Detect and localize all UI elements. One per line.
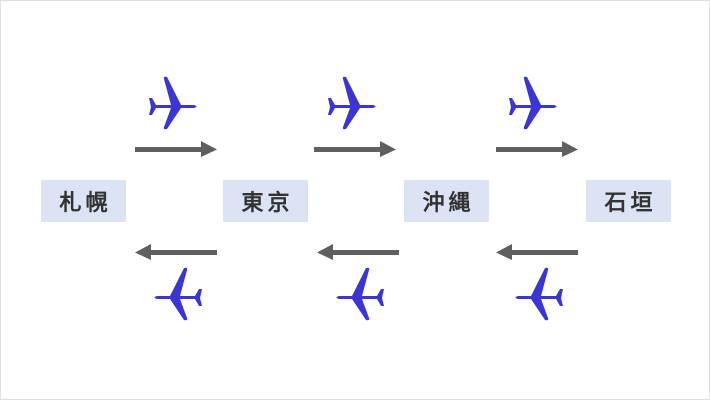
plane-icon-return [334, 267, 386, 321]
arrow-right-icon [135, 141, 217, 157]
plane-icon-outbound [147, 76, 199, 130]
plane-icon-outbound [507, 76, 559, 130]
city-label-ishigaki: 石垣 [586, 180, 671, 222]
arrow-left-icon [135, 244, 217, 260]
city-label-okinawa: 沖縄 [404, 180, 489, 222]
plane-icon-return [152, 267, 204, 321]
arrow-right-icon [314, 141, 396, 157]
plane-icon-return [513, 267, 565, 321]
arrow-right-icon [496, 141, 578, 157]
city-label-sapporo: 札幌 [41, 180, 126, 222]
plane-icon-outbound [326, 76, 378, 130]
arrow-left-icon [496, 244, 578, 260]
arrow-left-icon [317, 244, 399, 260]
city-label-tokyo: 東京 [223, 180, 308, 222]
